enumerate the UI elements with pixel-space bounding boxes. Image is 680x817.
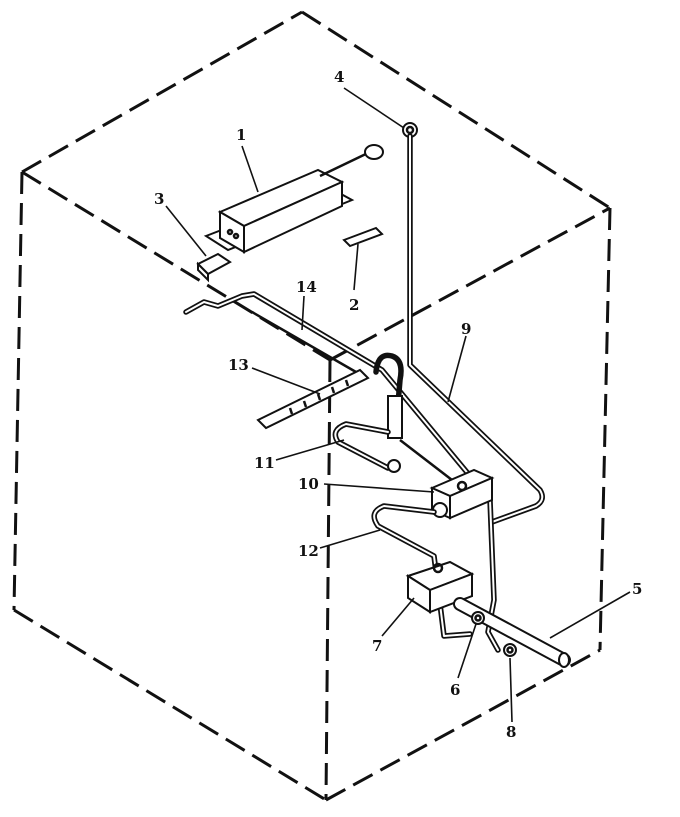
callout-11: 11 bbox=[254, 454, 275, 472]
part-10-valve bbox=[429, 468, 495, 520]
callout-9: 9 bbox=[461, 320, 471, 338]
leader-12 bbox=[319, 529, 381, 549]
fitting-6-bore bbox=[474, 614, 482, 622]
cabinet-edge-bottom-right bbox=[325, 648, 601, 802]
leader-9 bbox=[447, 335, 467, 403]
housing-screw-1 bbox=[226, 228, 234, 236]
housing-stem-tip bbox=[364, 144, 384, 160]
cabinet-edge-left bbox=[12, 171, 24, 611]
fitting-bore bbox=[405, 125, 415, 135]
callout-10: 10 bbox=[298, 475, 319, 493]
part-venturi-assembly bbox=[373, 352, 453, 481]
callout-labels: 1 2 3 4 5 6 7 8 9 10 11 12 13 14 bbox=[154, 68, 642, 741]
inlet-pipe-end bbox=[558, 652, 570, 668]
burner-bar-port-4 bbox=[330, 386, 336, 394]
burner-bar-port-5 bbox=[344, 379, 350, 387]
part-13-burner-bar bbox=[251, 310, 370, 430]
housing-screw-2 bbox=[232, 232, 240, 240]
regulator-side bbox=[429, 572, 473, 614]
tube-11-fitting bbox=[387, 459, 401, 473]
callout-12: 12 bbox=[298, 542, 319, 560]
leader-11 bbox=[275, 439, 345, 461]
valve-knob bbox=[456, 480, 468, 492]
part-8-fitting bbox=[503, 643, 517, 657]
leader-8 bbox=[509, 657, 513, 723]
callout-8: 8 bbox=[506, 723, 516, 741]
regulator-fitting bbox=[432, 562, 444, 574]
leader-7 bbox=[381, 597, 415, 637]
cabinet-edge-bottom-left bbox=[13, 608, 327, 802]
bracket-plate bbox=[342, 226, 384, 248]
part-7-regulator bbox=[405, 560, 475, 614]
cabinet-edge-right bbox=[598, 207, 612, 651]
leader-5 bbox=[549, 591, 631, 639]
housing-stem bbox=[319, 150, 371, 178]
venturi-u-tube bbox=[373, 352, 404, 407]
cabinet-edge-top-side bbox=[329, 206, 611, 362]
fitting-8-bore bbox=[506, 646, 514, 654]
leader-10 bbox=[323, 483, 435, 493]
fitting-6-nut bbox=[471, 611, 485, 625]
tube-12-inner bbox=[373, 505, 471, 637]
cabinet-edge-front-vertical bbox=[324, 359, 332, 801]
burner-bar-body bbox=[256, 368, 370, 430]
housing-side bbox=[243, 180, 343, 254]
callout-7: 7 bbox=[372, 637, 382, 655]
callout-1: 1 bbox=[236, 126, 246, 144]
leader-4 bbox=[343, 87, 405, 129]
callout-13: 13 bbox=[228, 356, 249, 374]
leader-lines bbox=[165, 87, 631, 723]
leader-3 bbox=[165, 205, 207, 257]
leader-1 bbox=[241, 145, 259, 193]
part-3-clip bbox=[196, 252, 232, 283]
cabinet-edge-top-left bbox=[21, 10, 303, 174]
leader-14 bbox=[301, 295, 305, 331]
callout-3: 3 bbox=[154, 190, 164, 208]
part-2-bracket bbox=[342, 226, 384, 248]
part-9-tube bbox=[407, 133, 545, 525]
callout-5: 5 bbox=[632, 580, 642, 598]
leader-6 bbox=[457, 623, 477, 679]
fitting-8-nut bbox=[503, 643, 517, 657]
burner-bar-port-1 bbox=[288, 407, 294, 415]
leader-2 bbox=[353, 243, 359, 291]
venturi-rod bbox=[399, 439, 453, 481]
burner-bar-port-2 bbox=[302, 400, 308, 408]
part-1-burner-housing bbox=[203, 144, 384, 254]
burner-bar-guide bbox=[251, 310, 357, 374]
callout-14: 14 bbox=[296, 278, 317, 296]
part-12-tube bbox=[371, 503, 473, 639]
clip-front bbox=[197, 261, 209, 283]
burner-bar-port-3 bbox=[316, 393, 322, 401]
venturi-body bbox=[387, 395, 403, 439]
tube-9-inner bbox=[409, 135, 544, 523]
leader-13 bbox=[251, 367, 321, 395]
callout-6: 6 bbox=[450, 681, 460, 699]
callout-4: 4 bbox=[334, 68, 344, 86]
part-6-fitting bbox=[471, 611, 485, 625]
cabinet-edge-top-right bbox=[301, 10, 611, 210]
callout-2: 2 bbox=[349, 296, 359, 314]
valve-side bbox=[449, 476, 493, 520]
part-11-tube bbox=[332, 421, 401, 473]
